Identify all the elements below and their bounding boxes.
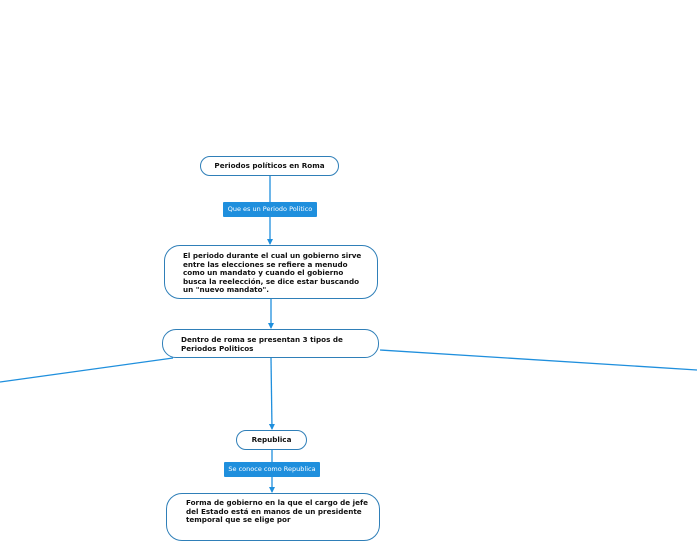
node-republica[interactable]: Republica: [236, 430, 307, 450]
node-definition-text: El periodo durante el cual un gobierno s…: [183, 251, 362, 295]
connector-types-to-left-branch: [0, 357, 174, 383]
node-types-text: Dentro de roma se presentan 3 tipos de P…: [181, 335, 343, 353]
mind-map-connectors: [0, 176, 697, 493]
node-republica-text: Republica: [251, 434, 292, 444]
node-republica-definition-text: Forma de gobierno en la que el cargo de …: [186, 498, 369, 525]
node-types[interactable]: Dentro de roma se presentan 3 tipos de P…: [162, 329, 379, 358]
link-label-se-conoce-text: Se conoce como Republica: [228, 465, 316, 473]
link-label-que-es[interactable]: Que es un Periodo Politico: [223, 202, 317, 217]
node-root-text: Periodos políticos en Roma: [214, 160, 325, 170]
connector-types-to-right-branch: [379, 349, 697, 371]
link-label-se-conoce[interactable]: Se conoce como Republica: [224, 462, 320, 477]
node-definition[interactable]: El periodo durante el cual un gobierno s…: [164, 245, 378, 299]
node-republica-definition[interactable]: Forma de gobierno en la que el cargo de …: [166, 493, 380, 541]
link-label-que-es-text: Que es un Periodo Politico: [227, 205, 313, 213]
connector-types-to-republica: [268, 357, 275, 430]
node-root[interactable]: Periodos políticos en Roma: [200, 156, 339, 176]
